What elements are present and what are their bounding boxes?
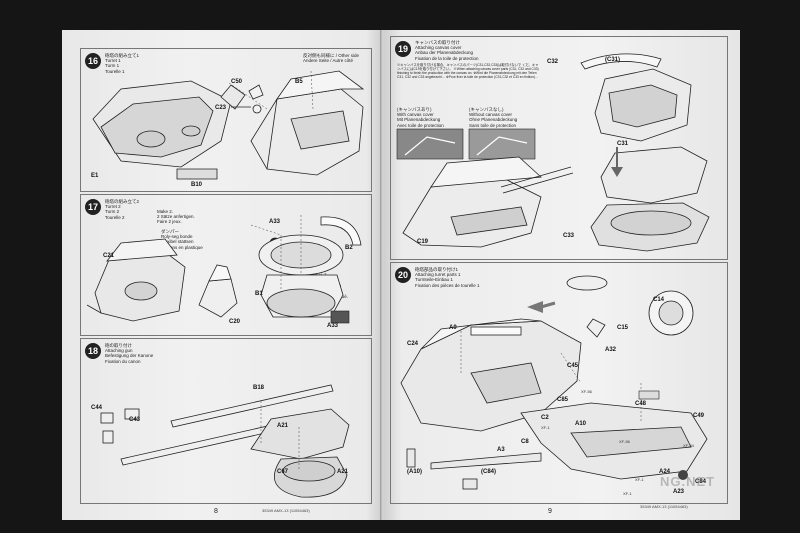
- step-number: 16: [85, 53, 101, 69]
- part-label: B1: [255, 291, 263, 297]
- part-label: A9: [449, 325, 457, 331]
- part-label: E1: [91, 173, 99, 179]
- paint-code: XF-56: [619, 439, 630, 444]
- part-label: C32: [547, 59, 559, 65]
- part-label: A21: [277, 423, 289, 429]
- instruction-booklet: 16 砲塔の組み立て1 Turret 1 Turm 1 Tourelle 1 反…: [62, 30, 740, 520]
- paint-code: XF-1: [623, 491, 632, 496]
- step-18-panel: 18 砲の取り付け Attaching gun Befestigung der …: [80, 338, 372, 504]
- page-number: 8: [214, 508, 218, 515]
- page-number: 9: [548, 508, 552, 515]
- part-label: C21: [103, 253, 115, 259]
- part-label: C67: [277, 469, 289, 475]
- canvas-cover-drawing: [396, 53, 710, 252]
- part-label: B5: [295, 79, 303, 85]
- part-label: C43: [129, 417, 141, 423]
- step-title: 砲塔の組み立て2 Turret 2 Turm 2 Tourelle 2: [105, 199, 140, 220]
- part-label: B18: [253, 385, 265, 391]
- part-label: A21: [337, 469, 349, 475]
- right-page: 19 キャンバスの取り付け Attaching canvas cover Anb…: [384, 30, 740, 520]
- footer-code: 35349 AMX-13 (11054463): [640, 504, 688, 509]
- paint-code: XF-84: [683, 443, 694, 448]
- step-title: キャンバスの取り付け Attaching canvas cover Anbau …: [415, 40, 479, 61]
- option-with-canvas: (キャンバスあり) With canvas cover Mit Planenab…: [397, 107, 444, 128]
- step-title: 砲の取り付け Attaching gun Befestigung der Kan…: [105, 343, 154, 364]
- booklet-spine: [380, 30, 386, 520]
- part-label: A10: [575, 421, 587, 427]
- paint-code: XF-56: [581, 389, 592, 394]
- part-label: A3: [497, 447, 505, 453]
- part-label: B10: [191, 182, 203, 188]
- part-label: C49: [693, 413, 705, 419]
- step-note: Make 2. 2 Sätze anfertigen. Faire 2 jeux…: [157, 209, 195, 225]
- part-label: C19: [417, 239, 429, 245]
- step-instructions: ※キャンバスを取り付ける場合、キャンバスのパーツ(C31,C32,C33)は取付…: [397, 63, 539, 79]
- step-number: 19: [395, 41, 411, 57]
- footer-code: 35349 AMX-13 (11054463): [262, 508, 310, 513]
- turret-1-drawing: [92, 70, 365, 180]
- gun-drawing: [100, 384, 350, 498]
- part-label: B2: [345, 245, 353, 251]
- part-label: C15: [617, 325, 629, 331]
- step-number: 20: [395, 267, 411, 283]
- part-label: C48: [635, 401, 647, 407]
- part-label: C85: [557, 397, 569, 403]
- part-label: C50: [231, 79, 243, 85]
- step-16-panel: 16 砲塔の組み立て1 Turret 1 Turm 1 Tourelle 1 反…: [80, 48, 372, 192]
- step-number: 18: [85, 343, 101, 359]
- step-title: 砲塔の組み立て1 Turret 1 Turm 1 Tourelle 1: [105, 53, 140, 74]
- part-label: C23: [215, 105, 227, 111]
- step-number: 17: [85, 199, 101, 215]
- part-label: C8: [521, 439, 529, 445]
- part-label: C2: [541, 415, 549, 421]
- paint-code: XF-1: [541, 425, 550, 430]
- turret-parts-drawing: [400, 275, 708, 490]
- option-without-canvas: (キャンバスなし) Without canvas cover Ohne Plan…: [469, 107, 518, 128]
- step-19-panel: 19 キャンバスの取り付け Attaching canvas cover Anb…: [390, 36, 728, 260]
- watermark: NG.NET: [660, 474, 716, 489]
- left-page: 16 砲塔の組み立て1 Turret 1 Turm 1 Tourelle 1 反…: [62, 30, 382, 520]
- part-label: C20: [229, 319, 241, 325]
- part-label: A33: [269, 219, 281, 225]
- step-20-panel: 20 砲塔部品の取り付け1 Attaching turret parts 1 T…: [390, 262, 728, 504]
- part-label: C14: [653, 297, 665, 303]
- part-label: A33: [327, 323, 339, 329]
- part-label: C84: [695, 479, 707, 485]
- paint-code: XF-1: [635, 477, 644, 482]
- part-label: C24: [407, 341, 419, 347]
- part-label: A24: [659, 469, 671, 475]
- step-note: 反対側も同様に / Other side Andere Seite / Autr…: [303, 53, 360, 64]
- part-label: (C31): [605, 57, 621, 63]
- part-label: A23: [673, 489, 685, 495]
- part-label: C33: [563, 233, 575, 239]
- step-title: 砲塔部品の取り付け1 Attaching turret parts 1 Turm…: [415, 267, 480, 288]
- part-label: C44: [91, 405, 103, 411]
- part-label: C45: [567, 363, 579, 369]
- part-label: (A10): [407, 469, 423, 475]
- step-17-panel: 17 砲塔の組み立て2 Turret 2 Turm 2 Tourelle 2 M…: [80, 194, 372, 336]
- turret-2-drawing: [86, 215, 362, 324]
- part-label: C31: [617, 141, 629, 147]
- part-label: A32: [605, 347, 617, 353]
- part-label: (C84): [481, 469, 497, 475]
